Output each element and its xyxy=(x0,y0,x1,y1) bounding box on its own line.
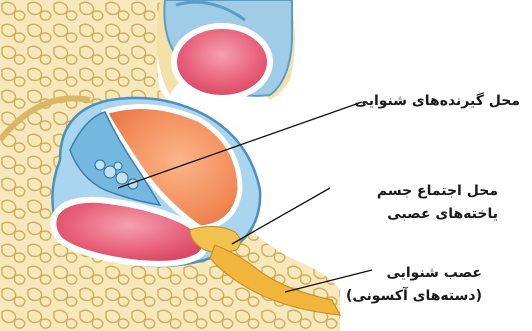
label-ganglion-site: محل اجتماع جسم یاخته‌های عصبی xyxy=(377,180,498,226)
upper-turn-chamber xyxy=(174,26,270,98)
label-nerve-line2: (دسته‌های آکسونی) xyxy=(346,285,482,308)
label-auditory-nerve: عصب شنوایی (دسته‌های آکسونی) xyxy=(346,262,482,308)
label-ganglion-line2: یاخته‌های عصبی xyxy=(377,203,498,226)
label-nerve-line1: عصب شنوایی xyxy=(346,262,482,285)
label-receptor-site-text: محل گیرنده‌های شنوایی xyxy=(355,90,520,113)
label-ganglion-line1: محل اجتماع جسم xyxy=(377,180,498,203)
label-receptor-site: محل گیرنده‌های شنوایی xyxy=(355,90,520,113)
